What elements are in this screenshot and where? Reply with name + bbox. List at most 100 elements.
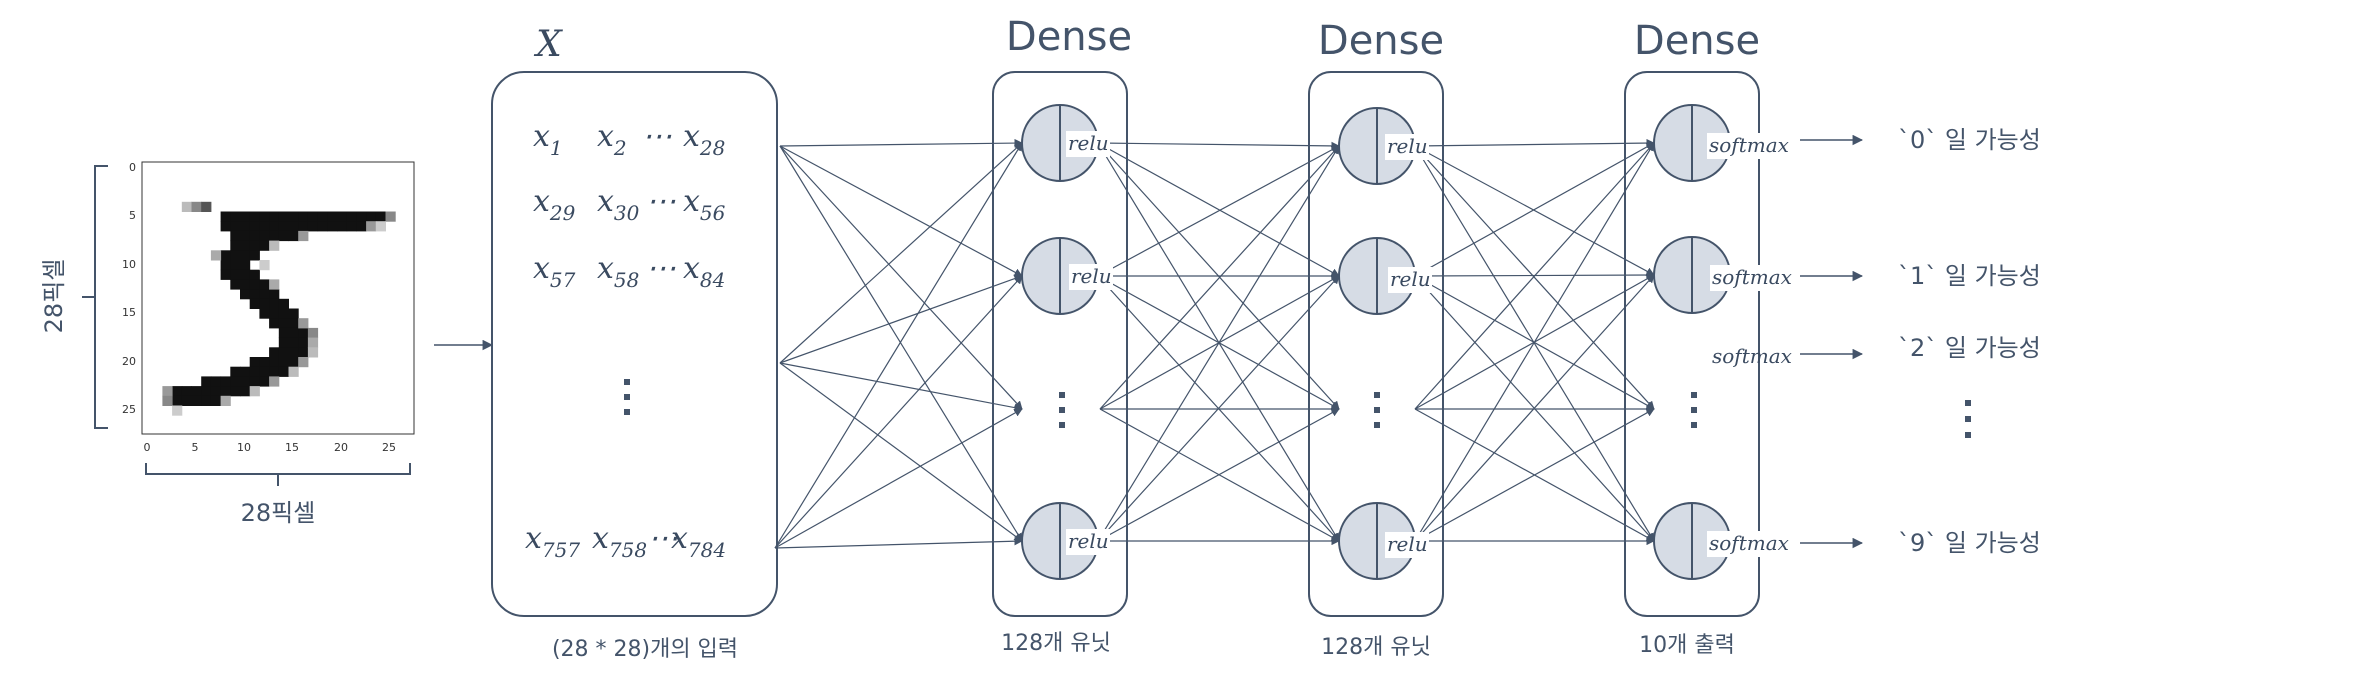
neuron [1021,237,1099,315]
digit-pixel [162,395,173,406]
svg-text:x758: x758 [592,521,647,562]
digit-pixel [220,260,231,271]
digit-pixel [298,347,309,358]
input-subscript: 1 [550,136,563,160]
svg-text:x84: x84 [683,251,725,292]
digit-pixel [317,211,328,222]
input-subscript: 29 [549,201,576,225]
y-tick-label: 20 [122,355,136,368]
output-label: `9` 일 가능성 [1898,529,2041,557]
digit-pixel [278,308,289,319]
digit-pixel [346,221,357,232]
digit-pixel [337,211,348,222]
digit-pixel [385,211,396,222]
digit-pixel [269,221,280,232]
digit-pixel [269,279,280,290]
y-tick-label: 10 [122,258,136,271]
connection-lines [774,138,1655,549]
input-subscript: 757 [542,538,580,562]
digit-pixel [181,201,192,212]
activation-label: relu [1387,532,1428,556]
layer-caption: 10개 출력 [1639,633,1735,658]
input-subscript: 84 [700,268,725,292]
connection-line [779,145,1023,410]
digit-pixel [230,260,241,271]
activation-label: softmax [1709,531,1789,555]
digit-pixel [249,221,260,232]
digit-pixel [162,386,173,397]
digit-pixel [249,240,260,251]
connection-line [1097,145,1340,277]
connection-line [779,145,1023,542]
digit-pixel [269,230,280,242]
svg-text:x2: x2 [597,119,627,160]
input-symbol: x [597,119,614,154]
neuron [1653,502,1731,580]
input-ellipsis: ⋯ [642,119,672,154]
y-tick-label: 5 [129,209,136,222]
digit-pixel [220,395,231,406]
digit-pixel [327,221,338,232]
digit-pixel [240,289,251,300]
digit-pixel [288,318,299,329]
digit-pixel [230,386,241,397]
input-subscript: 56 [700,201,726,225]
digit-pixel [230,269,241,280]
digit-pixel [172,395,183,406]
digit-pixel [230,211,241,222]
digit-pixel [288,357,299,368]
x-tick-label: 0 [144,441,151,454]
x-tick-label: 5 [192,441,199,454]
neuron-ellipsis [1691,392,1697,428]
digit-pixel [240,269,251,280]
input-subscript: 2 [613,136,627,160]
input-subscript: 758 [609,538,647,562]
digit-pixel [181,395,192,406]
connection-line [1097,275,1340,542]
activation-label: relu [1390,267,1431,291]
digit-pixel [327,211,338,222]
digit-pixel [259,221,270,232]
digit-pixel [191,386,202,397]
x-tick-label: 25 [382,441,396,454]
digit-pixel [230,230,241,242]
digit-pixel [298,230,309,242]
digit-pixel [259,308,270,319]
activation-label: relu [1071,264,1112,288]
svg-text:x30: x30 [597,184,640,225]
digit-pixel [172,386,183,397]
input-row-1: x1 x2 ⋯ x28 [533,119,725,160]
digit-pixel [269,298,280,309]
input-symbol: x [597,251,614,286]
digit-pixel [220,376,231,387]
connection-line [1097,145,1340,542]
digit-pixel [220,211,231,222]
digit-image-panel: 28픽셀 0 5 10 15 20 25 0 5 10 15 20 25 28픽… [40,161,415,527]
digit-pixel [240,366,251,377]
input-vertical-ellipsis [624,379,630,415]
y-tick-label: 25 [122,403,136,416]
digit-pixel [307,327,319,339]
input-subscript: 784 [688,538,726,562]
digit-pixel [375,221,386,232]
connection-line [779,138,1023,148]
digit-pixel [307,337,319,348]
digit-pixel [249,211,260,222]
activation-label: relu [1068,131,1109,155]
image-x-ticks: 0 5 10 15 20 25 [144,441,397,454]
digit-pixel [201,386,212,397]
dense-layer-3: Dense softmax softmax softmax 10개 출력 [1624,18,1802,658]
svg-text:x57: x57 [533,251,576,292]
digit-pixel [366,211,377,222]
input-ellipsis: ⋯ [646,251,676,286]
digit-pixel [288,366,299,377]
input-symbol: x [533,119,550,154]
digit-pixel [249,386,260,397]
digit-pixel [172,405,183,416]
image-width-bracket [145,463,411,486]
input-ellipsis: ⋯ [646,184,676,219]
digit-pixel [269,376,280,387]
output-vertical-ellipsis [1965,400,1971,438]
connection-line [1414,142,1655,542]
